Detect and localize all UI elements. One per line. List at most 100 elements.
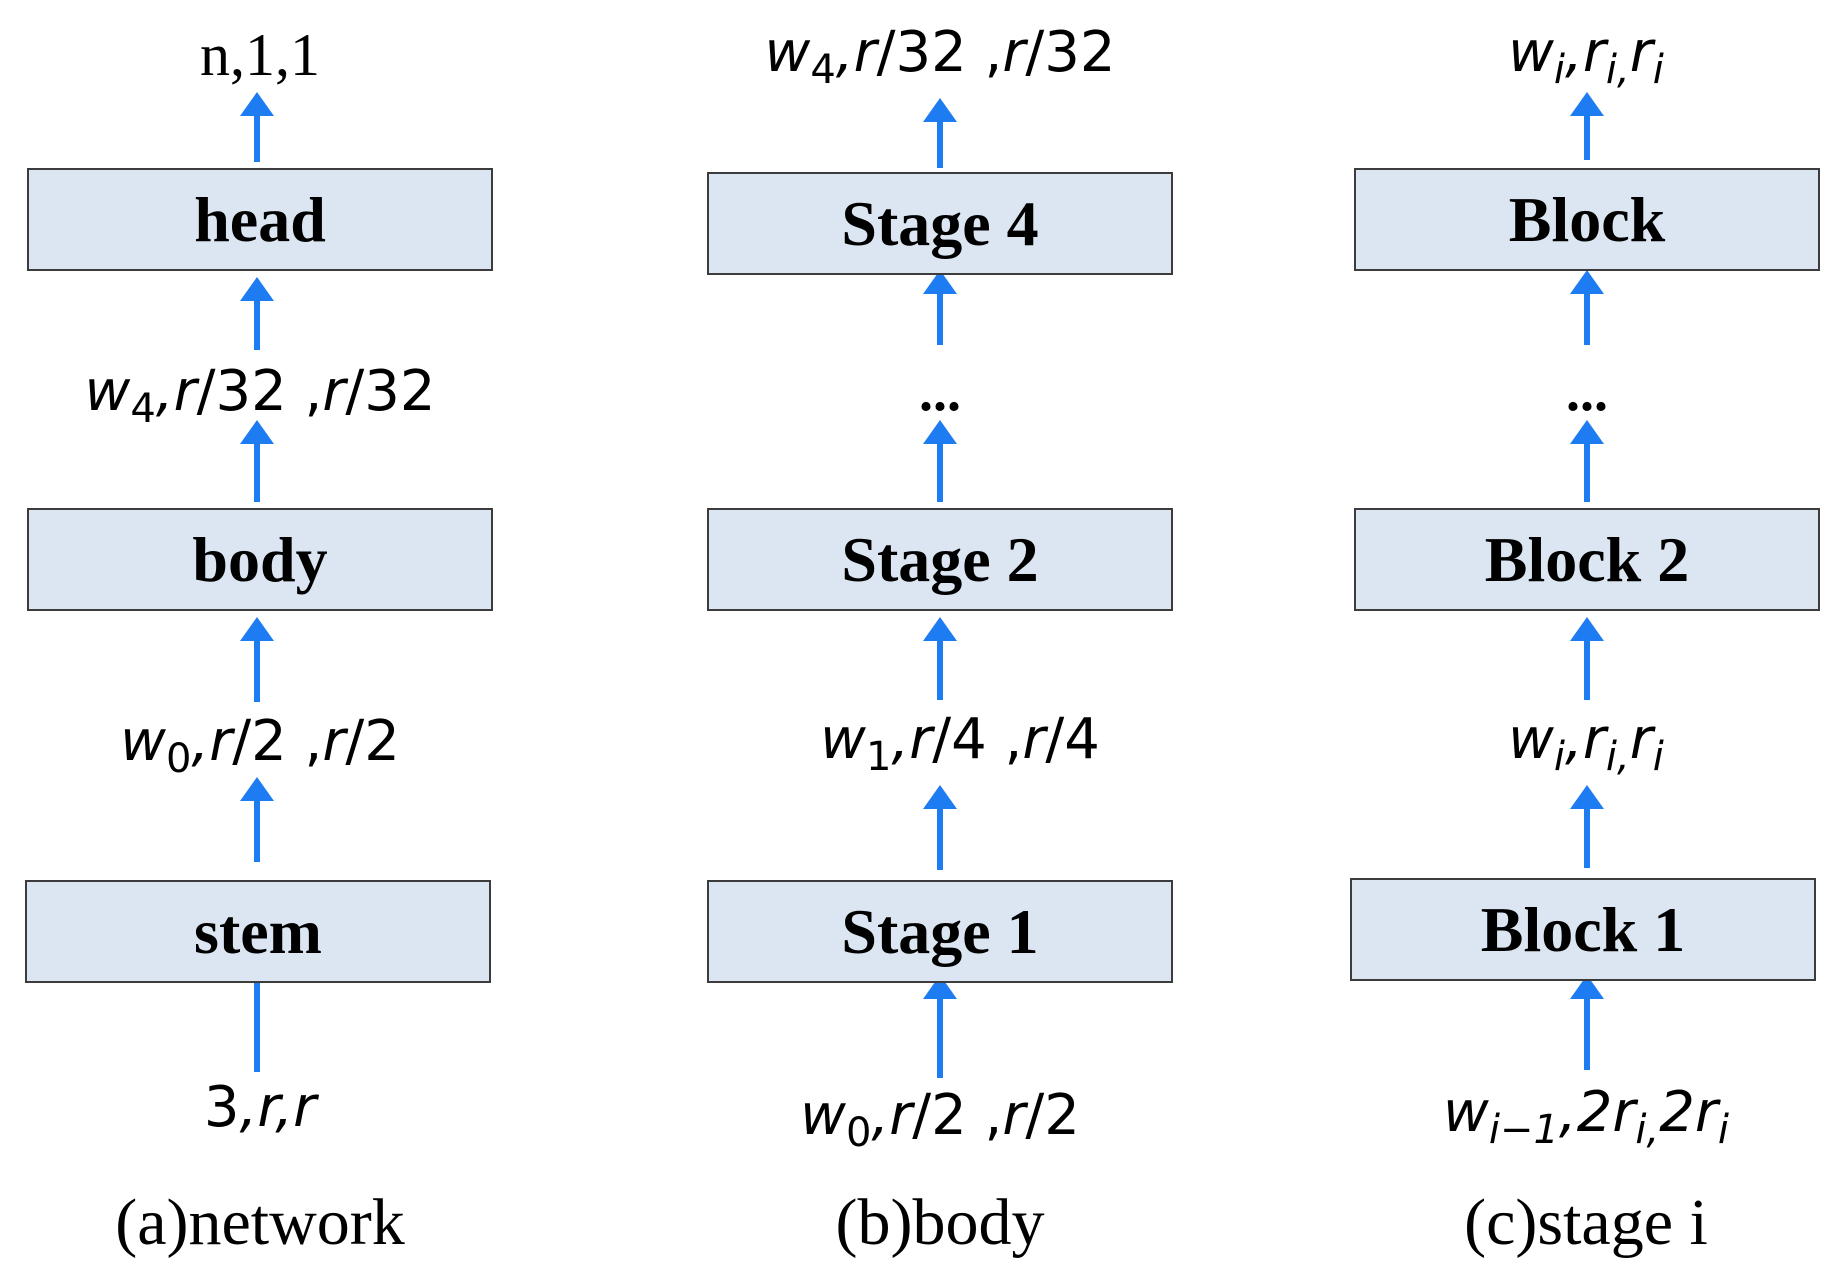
label-part: ,	[191, 709, 210, 774]
label-part: ,	[1565, 20, 1583, 85]
label-part: w	[1508, 707, 1554, 772]
stage-1-box: Stage 1	[707, 880, 1173, 983]
label-part: r	[889, 1083, 913, 1148]
label-part: /2 ,	[912, 1083, 1003, 1148]
arrow-head	[1570, 270, 1604, 294]
label-part: r	[1694, 1080, 1718, 1145]
label-part: 0	[845, 1110, 872, 1156]
label-part: ,	[871, 1083, 890, 1148]
network-caption: (a)network	[115, 1186, 405, 1259]
label-part: /2	[1025, 1083, 1080, 1148]
flow-arrow	[923, 98, 957, 168]
label-part: i	[1717, 1107, 1729, 1153]
arrow-head	[923, 420, 957, 444]
label-part: i,	[1605, 47, 1630, 93]
block-output-label: wi,ri,ri	[1306, 25, 1841, 93]
flow-arrow	[1570, 785, 1604, 868]
flow-arrow	[1570, 92, 1604, 160]
label-part: i	[1652, 734, 1664, 780]
stage-input-label: wi−1,2ri,2ri	[1306, 1085, 1841, 1153]
body-input-label: w0,r/2 ,r/2	[660, 1088, 1220, 1156]
flow-arrow	[923, 270, 957, 345]
label-part: w	[120, 709, 166, 774]
label-part: w	[820, 707, 866, 772]
flow-arrow	[923, 420, 957, 502]
label-part: 4	[130, 386, 156, 432]
network-input-label: 3,r,r	[0, 1080, 540, 1136]
stem-box: stem	[25, 880, 491, 983]
block-1-output-label: wi,ri,ri	[1306, 712, 1841, 780]
flow-arrow	[240, 92, 274, 162]
arrow-head	[1570, 92, 1604, 116]
label-part: i	[1553, 734, 1566, 780]
label-part: /32	[1025, 20, 1116, 85]
arrow-head	[923, 975, 957, 999]
flow-arrow	[923, 975, 957, 1078]
label-part: r	[257, 1075, 276, 1140]
label-part: /32	[345, 359, 436, 424]
label-part: r	[322, 359, 346, 424]
label-part: w	[84, 359, 131, 424]
stage-ellipsis: ...	[919, 361, 961, 423]
label-part: i	[1652, 47, 1664, 93]
label-part: 1	[865, 734, 892, 780]
label-part: 4	[810, 47, 836, 93]
label-part: r	[1002, 1083, 1026, 1148]
arrow-head	[1570, 785, 1604, 809]
arrow-head	[240, 420, 274, 444]
arrow-head	[1570, 975, 1604, 999]
body-box: body	[27, 508, 493, 611]
label-part: r	[1629, 20, 1653, 85]
label-part: r	[853, 20, 877, 85]
flow-arrow	[240, 777, 274, 862]
flow-arrow	[923, 617, 957, 700]
label-part: r	[209, 709, 233, 774]
flow-arrow	[1570, 975, 1604, 1070]
label-part: r	[1629, 707, 1653, 772]
label-part: w	[764, 20, 811, 85]
stage-4-output-label: w4,r/32 ,r/32	[660, 25, 1220, 93]
label-part: r	[909, 707, 933, 772]
label-part: ,	[239, 1075, 258, 1140]
block-box: Block	[1354, 168, 1820, 271]
label-part: i,	[1605, 734, 1630, 780]
stage-1-output-label: w1,r/4 ,r/4	[680, 712, 1240, 780]
flow-arrow	[240, 420, 274, 502]
flow-arrow	[240, 277, 274, 350]
flow-arrow	[240, 617, 274, 702]
label-part: ,	[275, 1075, 294, 1140]
arrow-head	[923, 98, 957, 122]
arrow-head	[1570, 420, 1604, 444]
arrow-head	[923, 617, 957, 641]
label-part: r	[173, 359, 197, 424]
label-part: r	[1582, 20, 1606, 85]
label-part: ,	[835, 20, 854, 85]
body-output-label: w4,r/32 ,r/32	[0, 364, 540, 432]
arrow-head	[240, 617, 274, 641]
label-part: /32 ,	[876, 20, 1003, 85]
arrow-head	[923, 270, 957, 294]
label-part: r	[293, 1075, 317, 1140]
label-part: ,	[1565, 707, 1583, 772]
arrow-head	[240, 777, 274, 801]
body-caption: (b)body	[835, 1186, 1045, 1259]
stage-2-box: Stage 2	[707, 508, 1173, 611]
label-part: ,	[155, 359, 174, 424]
label-part: 2	[1659, 1080, 1695, 1145]
head-box: head	[27, 168, 493, 271]
label-part: n,1,1	[200, 22, 320, 88]
block-ellipsis: ...	[1566, 361, 1608, 423]
label-part: i−1	[1488, 1107, 1559, 1153]
label-part: ,	[891, 707, 910, 772]
label-part: /32 ,	[196, 359, 323, 424]
flow-arrow	[923, 785, 957, 870]
label-part: i	[1553, 47, 1566, 93]
block-2-box: Block 2	[1354, 508, 1820, 611]
label-part: ,2	[1558, 1080, 1613, 1145]
label-part: /4	[1045, 707, 1100, 772]
label-part: w	[1508, 20, 1554, 85]
arrow-head	[1570, 617, 1604, 641]
label-part: 0	[165, 736, 192, 782]
